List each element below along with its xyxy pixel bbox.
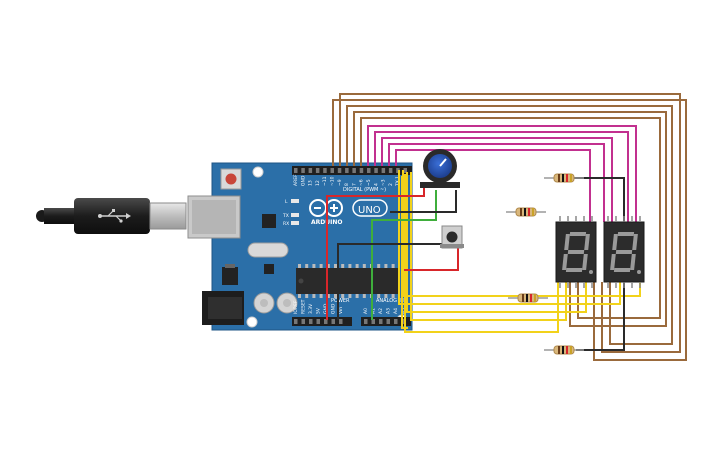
digital-pin-label: 8 [344, 183, 350, 186]
analog-pin-label: A1 [371, 308, 377, 314]
seven-segment-display-icon [603, 221, 645, 283]
digital-pin-label: 4 [373, 183, 379, 186]
power-header [292, 317, 352, 326]
wire-magenta [374, 131, 629, 222]
analog-header-label: ANALOG IN [376, 298, 404, 304]
analog-pin-label: A2 [378, 308, 384, 314]
power-pin-label: 3.3V [308, 303, 314, 314]
crystal [247, 242, 289, 258]
digital-pin-label: ~3 [381, 179, 387, 186]
wire-yellow [410, 172, 567, 321]
power-pin-label: GND [331, 303, 337, 314]
resistor-icon [544, 173, 584, 183]
digital-pin-label: ~10 [330, 176, 336, 186]
resistor-icon [544, 345, 584, 355]
wire-black [390, 190, 457, 213]
wire-red [326, 186, 425, 320]
wire-brown [346, 105, 673, 345]
wire-magenta [395, 149, 591, 222]
digital-pin-label: ~6 [359, 179, 365, 186]
wire-black [576, 282, 625, 351]
wire-brown [332, 99, 687, 361]
analog-pin-label: A3 [386, 308, 392, 314]
wire-magenta [381, 137, 613, 222]
digital-pin-label: AREF [293, 174, 299, 186]
wires [326, 93, 687, 361]
analog-pin-label: A0 [363, 308, 369, 314]
dc-jack [202, 291, 244, 325]
digital-pin-label: 7 [351, 183, 357, 186]
analog-pin-label: A5 [401, 308, 407, 314]
led-tx-label: TX [282, 213, 289, 219]
digital-pin-label: 2 [388, 183, 394, 186]
digital-pin-label: 12 [315, 180, 321, 186]
power-header-label: POWER [331, 298, 350, 304]
wire-yellow [406, 172, 587, 313]
digital-header-label: DIGITAL (PWM ~) [343, 187, 386, 193]
wire-magenta [367, 125, 637, 222]
wire-black [566, 177, 625, 222]
potentiometer-icon[interactable] [420, 149, 460, 188]
power-pin-label: IOREF [293, 300, 299, 314]
digital-pin-label: GND [300, 175, 306, 186]
led-rx-label: RX [283, 221, 289, 227]
wire-green [371, 190, 437, 320]
wire-brown [339, 93, 681, 353]
arduino-uno-board[interactable]: L TX RX ARDUINO UNO DIGITAL (PWM ~) POWE… [187, 162, 413, 331]
wire-magenta [388, 143, 605, 222]
digital-pin-label: 13 [308, 180, 314, 186]
digital-pin-label: ~11 [322, 176, 328, 186]
wire-yellow [398, 170, 621, 305]
power-pin-label: Vin [338, 307, 344, 314]
usb-cable-icon[interactable] [36, 198, 187, 234]
pushbutton-icon[interactable] [440, 225, 464, 249]
board-model: UNO [358, 205, 381, 216]
wire-black [337, 243, 448, 320]
seven-segment-display-icon [555, 221, 597, 283]
wire-yellow [401, 176, 408, 329]
digital-header [292, 166, 412, 175]
wire-yellow [404, 174, 559, 333]
microcontroller-chip [296, 268, 400, 294]
analog-pin-label: A4 [393, 308, 399, 314]
resistor-icon [508, 293, 548, 303]
wire-brown [353, 111, 667, 327]
usb-symbol-icon [98, 209, 131, 223]
analog-header [361, 317, 411, 326]
digital-pin-label: ~9 [337, 179, 343, 186]
power-pin-label: 5V [316, 307, 322, 314]
resistor-icon [506, 207, 546, 217]
power-pin-label: RESET [301, 299, 307, 314]
digital-pin-label: ~5 [366, 179, 372, 186]
reset-button[interactable] [220, 168, 242, 190]
wire-red [404, 248, 459, 271]
led-l-label: L [285, 199, 288, 205]
